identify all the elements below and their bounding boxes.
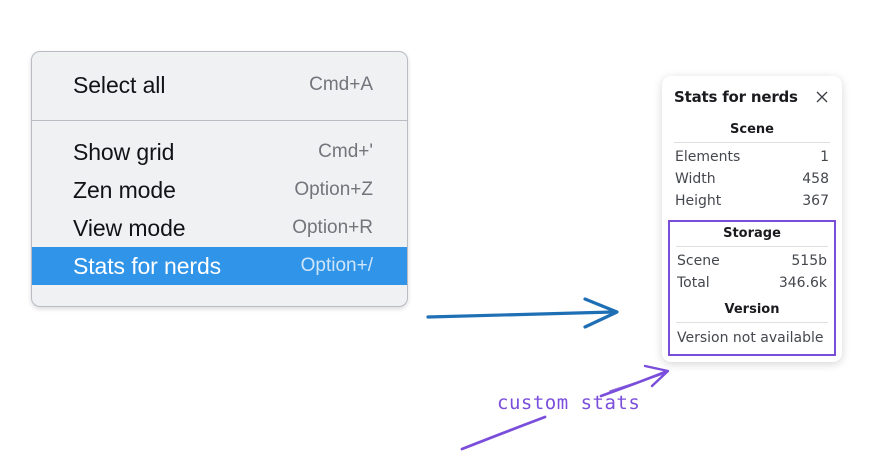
storage-section-heading: Storage <box>723 226 781 241</box>
stat-key: Width <box>675 171 716 187</box>
menu-item-zen-mode[interactable]: Zen mode Option+Z <box>32 171 407 209</box>
stat-key: Scene <box>677 253 720 269</box>
menu-group-1: Select all Cmd+A <box>32 52 407 120</box>
menu-item-label: View mode <box>73 214 186 241</box>
scene-section-heading: Scene <box>730 122 774 137</box>
panel-header: Stats for nerds <box>672 88 832 106</box>
menu-item-view-mode[interactable]: View mode Option+R <box>32 209 407 247</box>
purple-underline-stroke <box>460 415 547 451</box>
menu-item-label: Select all <box>73 71 166 98</box>
stat-key: Total <box>677 275 710 291</box>
menu-item-shortcut: Option+Z <box>294 179 373 200</box>
menu-item-label: Zen mode <box>73 176 176 203</box>
panel-title: Stats for nerds <box>674 88 798 106</box>
stat-value: 346.6k <box>778 275 827 291</box>
menu-item-label: Show grid <box>73 138 175 165</box>
stat-key: Elements <box>675 149 741 165</box>
stat-key: Height <box>675 193 722 209</box>
version-text: Version not available <box>677 330 824 346</box>
stat-row-storage-total: Total 346.6k <box>674 272 830 294</box>
stat-value: 1 <box>820 149 829 165</box>
menu-item-select-all[interactable]: Select all Cmd+A <box>32 66 407 104</box>
menu-divider <box>32 120 407 121</box>
menu-item-shortcut: Cmd+' <box>318 141 373 162</box>
menu-group-2: Show grid Cmd+' Zen mode Option+Z View m… <box>32 121 407 306</box>
context-menu[interactable]: Select all Cmd+A Show grid Cmd+' Zen mod… <box>31 51 408 307</box>
menu-item-label: Stats for nerds <box>73 252 222 279</box>
menu-bottom-padding <box>32 285 407 306</box>
menu-item-stats-for-nerds[interactable]: Stats for nerds Option+/ <box>32 247 407 285</box>
stat-row-width: Width 458 <box>672 168 832 190</box>
stats-for-nerds-panel: Stats for nerds Scene Elements 1 Width 4… <box>662 76 842 362</box>
section-divider <box>676 322 828 323</box>
menu-item-show-grid[interactable]: Show grid Cmd+' <box>32 133 407 171</box>
stat-row-elements: Elements 1 <box>672 146 832 168</box>
stat-row-height: Height 367 <box>672 190 832 212</box>
stat-value: 458 <box>802 171 829 187</box>
menu-item-shortcut: Option+R <box>292 217 373 238</box>
menu-item-shortcut: Option+/ <box>300 255 373 276</box>
handwritten-note: custom stats <box>497 392 641 414</box>
blue-arrow <box>426 297 619 329</box>
menu-item-shortcut: Cmd+A <box>309 74 373 95</box>
version-section-heading: Version <box>724 302 780 317</box>
stat-row-storage-scene: Scene 515b <box>674 250 830 272</box>
close-icon[interactable] <box>814 89 830 105</box>
scene-section: Scene Elements 1 Width 458 Height 367 <box>672 120 832 212</box>
section-divider <box>674 142 830 143</box>
stat-value: 367 <box>802 193 829 209</box>
stat-value: 515b <box>791 253 827 269</box>
section-divider <box>676 246 828 247</box>
custom-stats-section: Storage Scene 515b Total 346.6k Version … <box>668 220 836 356</box>
